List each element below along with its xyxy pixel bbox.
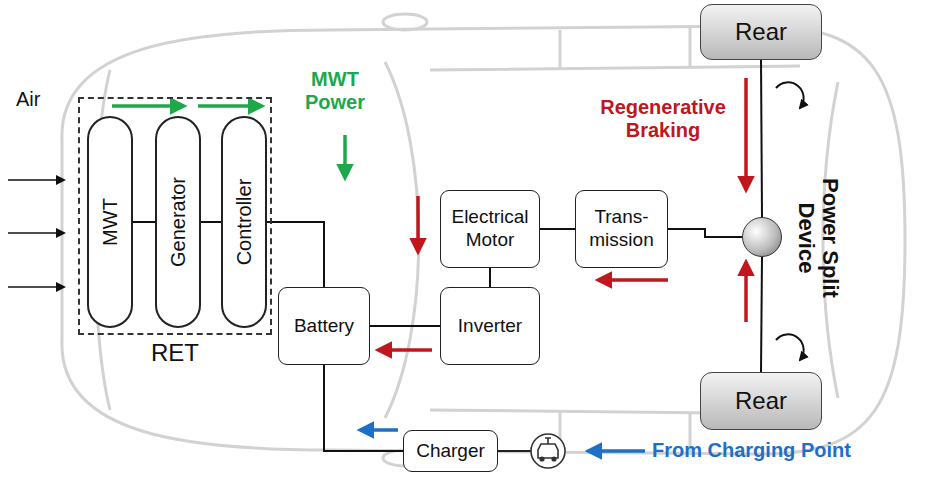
air-arrow [8, 286, 64, 288]
power-split-circle: Power Split Device [742, 217, 782, 257]
node-label: Battery [294, 315, 354, 338]
side-mirror [383, 14, 427, 30]
windshield [385, 62, 419, 418]
charging-plug-glyph [545, 438, 551, 444]
rotation-arrow [776, 334, 804, 360]
process-box: Inverter [440, 287, 540, 365]
connector-line [201, 221, 221, 223]
air-arrow [8, 179, 64, 181]
regen-arrow [744, 78, 748, 190]
process-box: Trans- mission [575, 190, 668, 268]
regen-arrow [598, 278, 668, 282]
process-box: Charger [403, 430, 498, 472]
connector-line [668, 229, 742, 237]
charging-car-wheel [540, 457, 544, 461]
dashed-group-box: RETMWTGeneratorController [78, 97, 272, 335]
flow-label: Regenerative Braking [588, 96, 738, 142]
regen-arrow [744, 262, 748, 322]
charger-cable [498, 450, 531, 452]
connector-line [324, 365, 403, 451]
component-pill: MWT [87, 116, 133, 328]
flow-label: From Charging Point [652, 439, 902, 462]
power-flow-arrow [112, 104, 184, 108]
charging-car-glyph [538, 444, 558, 458]
charging-point-circle [531, 434, 565, 468]
connector-line [489, 268, 491, 287]
power-flow-arrow [198, 104, 262, 108]
process-box: Electrical Motor [440, 190, 540, 268]
regen-arrow [416, 196, 420, 252]
connector-line [761, 60, 762, 217]
roof-line [430, 66, 800, 414]
power-flow-arrow [343, 135, 347, 178]
node-label: Charger [416, 440, 485, 463]
node-label: Rear [735, 387, 787, 415]
flow-label: MWT Power [285, 68, 385, 114]
input-label: Air [16, 88, 76, 111]
node-label: Controller [233, 179, 256, 266]
node-label: Inverter [458, 315, 522, 338]
connector-line [761, 257, 762, 372]
node-label: Rear [735, 18, 787, 46]
connector-line [540, 228, 575, 230]
charging-point-icon [531, 434, 565, 468]
node-label: Generator [167, 177, 190, 267]
connector-line [370, 325, 440, 327]
door-line [560, 28, 690, 452]
charge-arrow [360, 428, 398, 432]
node-label: Trans- mission [580, 206, 663, 252]
charging-car-wheel [552, 457, 556, 461]
node-label: RET [80, 339, 270, 367]
node-label: MWT [99, 198, 122, 246]
wheel-box: Rear [700, 372, 822, 430]
air-arrow [8, 232, 64, 234]
regen-arrow [378, 348, 432, 352]
node-label: Power Split Device [794, 168, 842, 308]
connector-line [133, 221, 155, 223]
charge-arrow [588, 449, 645, 453]
car-body [62, 26, 905, 454]
rotation-arrow [776, 82, 804, 108]
process-box: Battery [278, 287, 370, 365]
car-outline [62, 14, 905, 466]
node-label: Electrical Motor [445, 206, 535, 252]
wheel-box: Rear [700, 4, 822, 60]
component-pill: Controller [221, 116, 267, 328]
component-pill: Generator [155, 116, 201, 328]
connector-line [267, 222, 324, 287]
